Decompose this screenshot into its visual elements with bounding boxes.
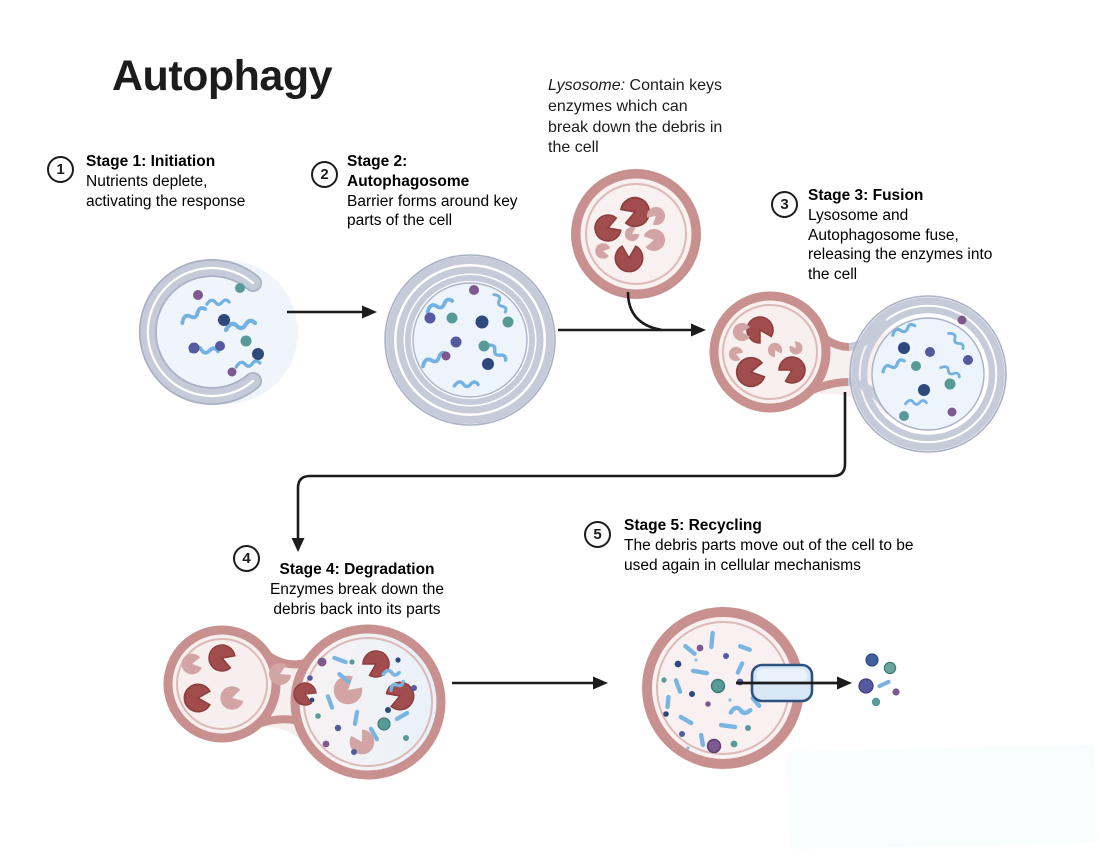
stage-1-label: Stage 1: Initiation Nutrients deplete, a… xyxy=(86,152,266,211)
stage5-recycling-illustration xyxy=(642,607,900,769)
stage-5-description: The debris parts move out of the cell to… xyxy=(624,536,914,574)
stage-4-title: Stage 4: Degradation xyxy=(279,561,435,578)
stage-3-number-badge: 3 xyxy=(771,191,798,218)
page-title: Autophagy xyxy=(112,52,333,100)
stage3-fusion-illustration xyxy=(709,291,1007,453)
debris-squiggles xyxy=(421,293,508,389)
lysosome-note-text: Contain keys enzymes which can break dow… xyxy=(548,77,723,157)
stage4-degradation-illustration xyxy=(163,624,446,780)
stage-5-number-badge: 5 xyxy=(584,521,611,548)
debris-dots xyxy=(188,283,264,377)
fusion-enzymes xyxy=(728,316,806,388)
stage-3-title: Stage 3: Fusion xyxy=(808,187,924,204)
degradation-enzymes xyxy=(181,644,415,755)
exported-parts xyxy=(858,653,900,707)
arrow-stage2-to-stage3 xyxy=(558,291,706,337)
recycled-debris-dashes xyxy=(665,630,762,748)
debris-squiggles xyxy=(881,322,965,406)
stage-4-number-badge: 4 xyxy=(233,545,260,572)
stage-4-description: Enzymes break down the debris back into … xyxy=(269,580,445,618)
stage-1-title: Stage 1: Initiation xyxy=(86,153,216,170)
stage1-phagophore-illustration xyxy=(138,259,298,405)
broken-debris-dots xyxy=(307,657,417,755)
stage-2-label: Stage 2: Autophagosome Barrier forms aro… xyxy=(347,152,519,231)
debris-dots xyxy=(898,315,973,421)
stage-2-title: Stage 2: Autophagosome xyxy=(347,153,470,190)
stage-1-description: Nutrients deplete, activating the respon… xyxy=(86,172,246,210)
arrow-stage3-to-stage4 xyxy=(291,392,847,552)
broken-debris-dashes xyxy=(325,655,410,742)
stage-1-number-badge: 1 xyxy=(47,156,74,183)
lysosome-note: Lysosome: Contain keys enzymes which can… xyxy=(548,76,728,159)
stage-5-label: Stage 5: Recycling The debris parts move… xyxy=(624,516,934,575)
stage-5-title: Stage 5: Recycling xyxy=(624,517,762,534)
lysosome-note-term: Lysosome: xyxy=(548,77,626,94)
stage-2-number-badge: 2 xyxy=(311,161,338,188)
stage-4-label: Stage 4: Degradation Enzymes break down … xyxy=(252,560,462,619)
debris-dots xyxy=(424,285,514,370)
arrow-stage4-to-stage5 xyxy=(452,676,608,690)
stage-3-description: Lysosome and Autophagosome fuse, releasi… xyxy=(808,206,993,284)
arrow-stage1-to-stage2 xyxy=(287,305,377,319)
stage-2-description: Barrier forms around key parts of the ce… xyxy=(347,192,518,230)
arrow-recycling-export xyxy=(736,676,852,690)
stage2-autophagosome-illustration xyxy=(384,254,556,426)
lysosome-enzymes xyxy=(594,196,666,273)
lysosome-illustration xyxy=(570,168,702,300)
stage-3-label: Stage 3: Fusion Lysosome and Autophagoso… xyxy=(808,186,1016,285)
